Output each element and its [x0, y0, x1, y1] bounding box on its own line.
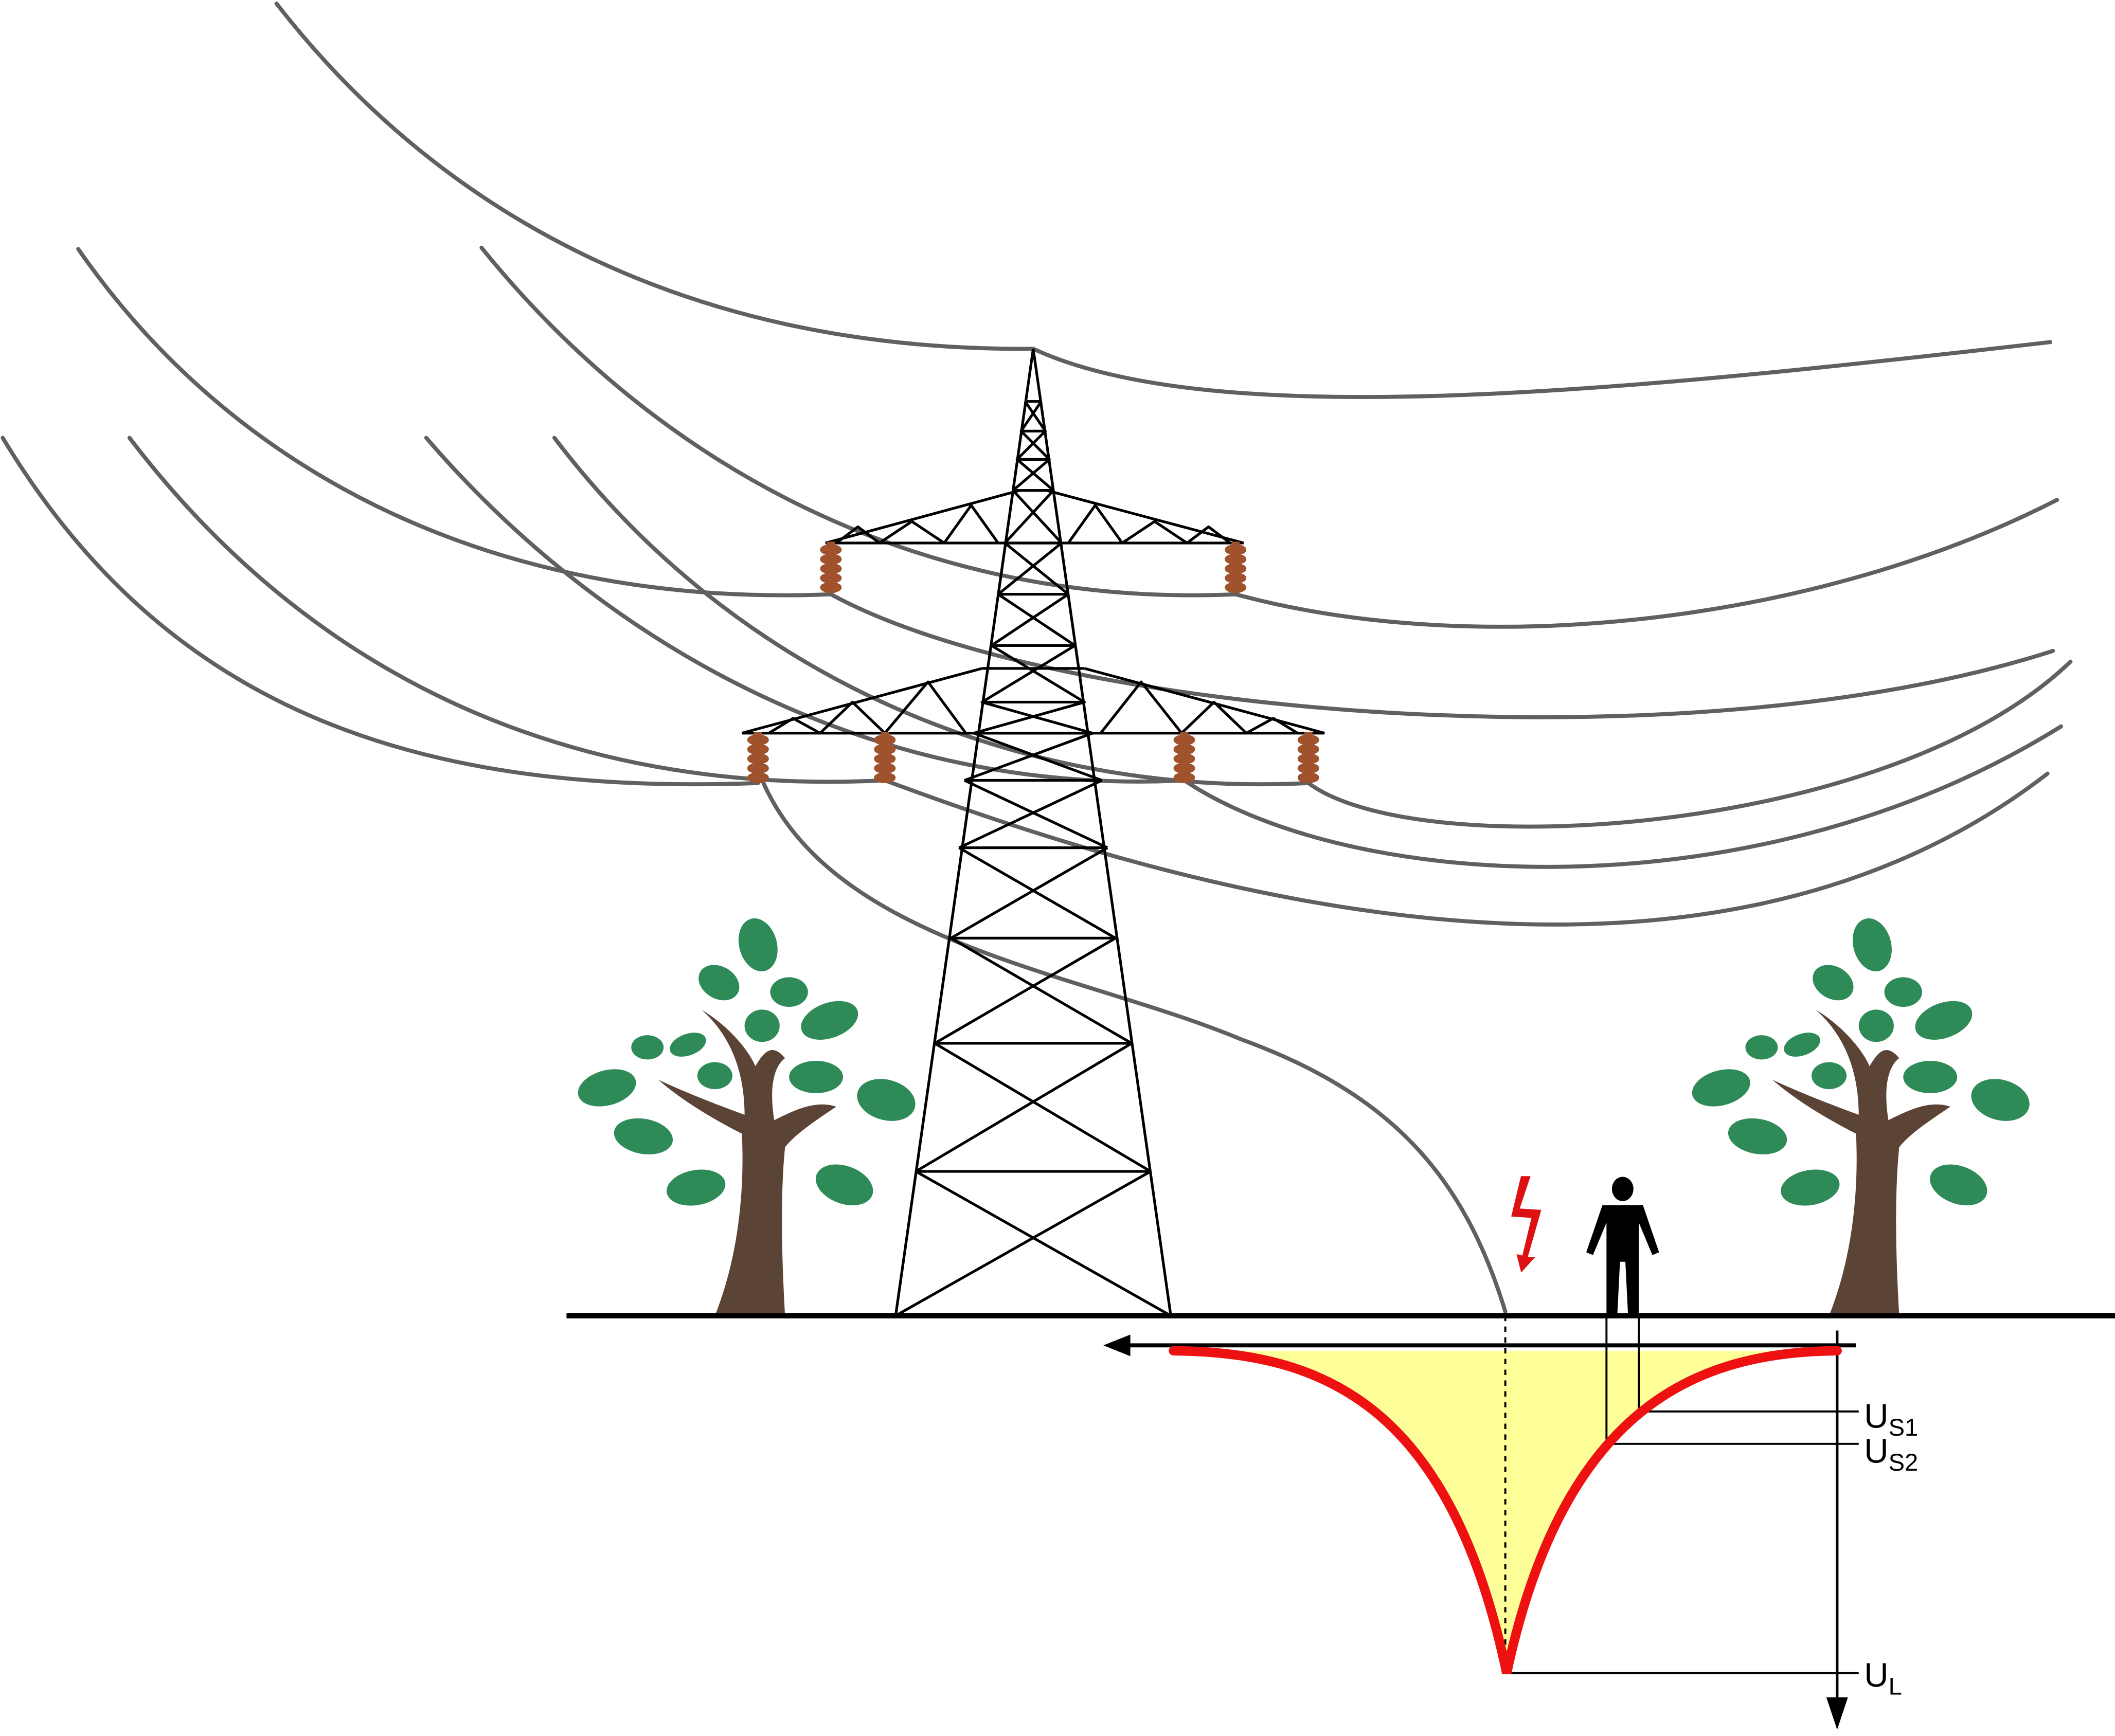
conductor-upper-left [76, 247, 2055, 719]
insulator-lower-4 [1297, 732, 1319, 783]
tree-left-leaves [578, 918, 916, 1206]
fallen-conductor [761, 781, 1508, 1314]
label-us2: US2 [1864, 1433, 1918, 1477]
tower-mid-lattice [991, 489, 1076, 647]
insulator-lower-1 [747, 732, 769, 783]
potential-axis-arrow [1826, 1697, 1848, 1730]
tower-lower-crossarm [741, 667, 1325, 735]
insulator-upper-left [820, 541, 842, 593]
lightning-bolt-icon [1511, 1176, 1542, 1273]
distance-axis-arrow [1103, 1334, 1131, 1357]
conductor-lower-1 [1, 436, 760, 787]
insulator-upper-right [1225, 541, 1247, 593]
voltage-labels: US1 US2 UL [1864, 1397, 1918, 1700]
potential-curve [1169, 1346, 1842, 1674]
tree-right-leaves [1692, 918, 2030, 1206]
insulator-lower-2 [874, 732, 896, 783]
transmission-tower-icon [741, 348, 1325, 1317]
conductor-lower-4 [552, 436, 2073, 829]
potential-funnel [1103, 1315, 1859, 1730]
insulators [747, 541, 1319, 783]
tree-icon [578, 918, 916, 1316]
tree-icon [1692, 918, 2030, 1316]
conductor-lower-2 [127, 436, 2050, 927]
overhead-wires [1, 2, 2073, 1314]
tower-upper-crossarm [825, 489, 1244, 545]
conductor-upper-right [479, 245, 2059, 629]
insulator-lower-3 [1173, 732, 1195, 783]
person-icon [1586, 1177, 1659, 1316]
tower-legs [894, 348, 1172, 1316]
tower-low-lattice [895, 644, 1172, 1317]
label-us1: US1 [1864, 1397, 1918, 1441]
tree-right-trunk [1772, 1009, 1951, 1316]
tree-left-trunk [658, 1009, 836, 1316]
conductor-lower-3 [424, 436, 2064, 869]
label-ul: UL [1864, 1656, 1902, 1701]
earth-wire [274, 2, 2053, 399]
